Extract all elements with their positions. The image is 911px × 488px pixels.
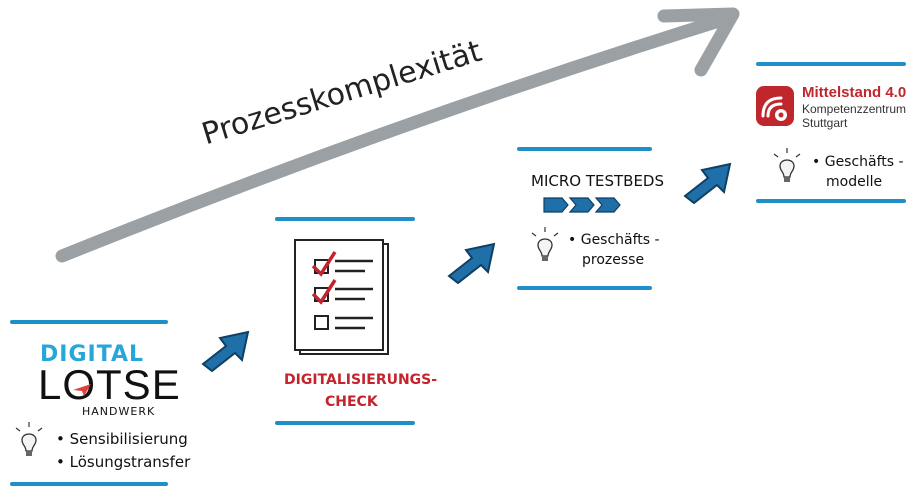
divider-top bbox=[517, 147, 652, 151]
divider-bottom bbox=[10, 482, 168, 486]
bullet-text: • Lösungstransfer bbox=[56, 453, 191, 471]
check-title-line1: DIGITALISIERUNGS- bbox=[284, 372, 438, 388]
lightbulb-icon bbox=[531, 227, 559, 261]
bullet-geschaeftsprozesse-1: Geschäfts - bbox=[580, 232, 660, 248]
step-arrow-icon bbox=[447, 242, 496, 285]
testbeds-title: MICRO TESTBEDS bbox=[531, 172, 665, 190]
lightbulb-icon bbox=[15, 422, 43, 456]
check-title-line2: CHECK bbox=[325, 394, 378, 410]
mittelstand-logo-icon bbox=[756, 86, 794, 126]
brand-sub-1: Kompetenzzentrum bbox=[802, 102, 907, 116]
bullet-text-continued: modelle bbox=[826, 174, 883, 190]
logo-top-text: DIGITAL bbox=[40, 342, 145, 367]
bullet-text: • Geschäfts - bbox=[812, 154, 904, 170]
lightbulb-icon bbox=[773, 148, 801, 182]
divider-bottom bbox=[756, 199, 906, 203]
logo-sub-text: HANDWERK bbox=[82, 405, 156, 418]
bullet-text: • Geschäfts - bbox=[568, 232, 660, 248]
process-chevrons-icon bbox=[543, 197, 621, 213]
bullet-geschaeftsmodelle-1: Geschäfts - bbox=[824, 154, 904, 170]
brand-sub-2: Stuttgart bbox=[802, 116, 848, 130]
bullet-text: • Sensibilisierung bbox=[56, 430, 188, 448]
checklist-icon bbox=[294, 239, 389, 355]
bullet-sensibilisierung: Sensibilisierung bbox=[69, 430, 188, 448]
bullet-loesungstransfer: Lösungstransfer bbox=[69, 453, 191, 471]
divider-top bbox=[275, 217, 415, 221]
bullet-text-continued: prozesse bbox=[582, 252, 645, 268]
step-arrow-icon bbox=[201, 330, 250, 373]
divider-top bbox=[756, 62, 906, 66]
divider-bottom bbox=[517, 286, 652, 290]
step-arrow-icon bbox=[683, 162, 732, 205]
divider-top bbox=[10, 320, 168, 324]
divider-bottom bbox=[275, 421, 415, 425]
logo-paper-plane-icon bbox=[73, 384, 91, 396]
logo-main-text: LOTSE bbox=[38, 361, 181, 408]
brand-title: Mittelstand 4.0 bbox=[802, 84, 907, 101]
